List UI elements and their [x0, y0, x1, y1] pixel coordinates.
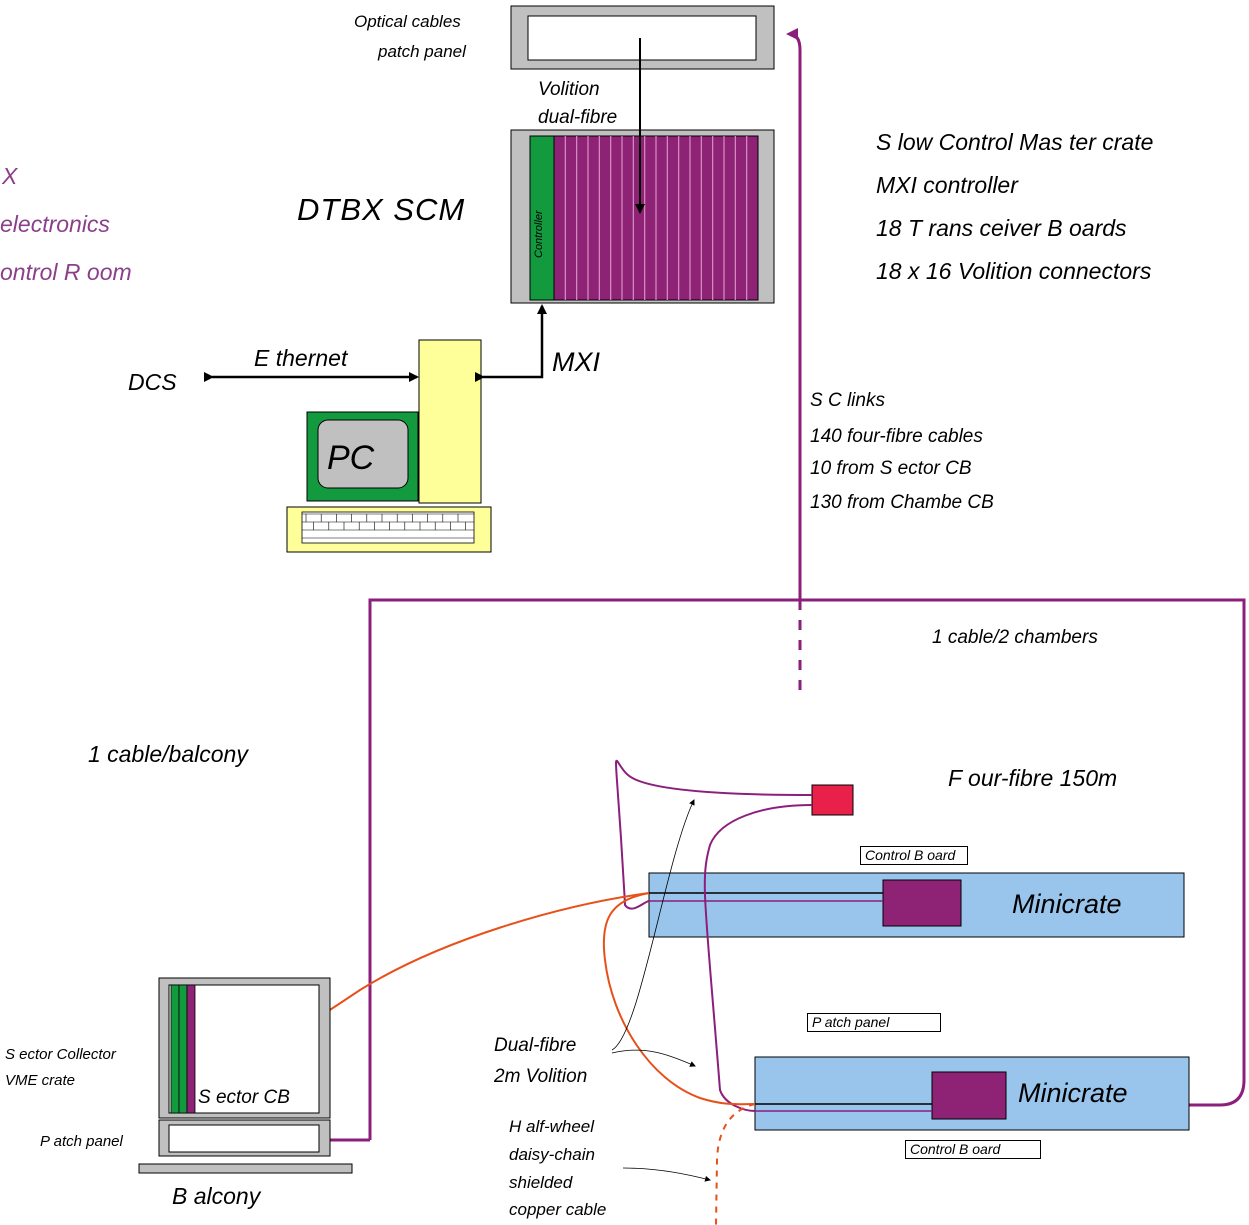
patch-panel-red [811, 784, 854, 816]
scm-desc-line-4: 18 x 16 Volition connectors [876, 258, 1152, 284]
dcs-label: DCS [128, 369, 177, 395]
pc-monitor [306, 411, 419, 502]
dual-fibre-pointer-1 [611, 799, 695, 1051]
cable-per-chambers-label: 1 cable/2 chambers [932, 627, 1098, 648]
control-board-label-lower: Control B oard [905, 1140, 1041, 1159]
sector-collector-label-1: S ector Collector [5, 1046, 116, 1063]
controller-label: Controller [533, 210, 545, 258]
mxi-label: MXI [552, 347, 601, 377]
patch-panel-top-label-1: Optical cables [354, 12, 461, 31]
title-line-3: ontrol R oom [0, 259, 132, 285]
dual-fibre-lower [703, 804, 813, 1112]
half-wheel-pointer [622, 1167, 711, 1182]
scm-desc-line-1: S low Control Mas ter crate [876, 129, 1154, 155]
sc-links-line-2: 140 four-fibre cables [810, 426, 983, 447]
balcony-patch-panel-label: P atch panel [40, 1133, 123, 1150]
pc-tower [418, 339, 482, 504]
volition-label-1: Volition [538, 79, 600, 100]
patch-panel-top-label-2: patch panel [378, 42, 466, 61]
pc-keyboard [286, 506, 492, 553]
scm-desc-line-2: MXI controller [876, 172, 1018, 198]
sector-collector-label-2: VME crate [5, 1072, 76, 1089]
half-wheel-label-1: H alf-wheel [509, 1117, 595, 1136]
dual-fibre-label-2: 2m Volition [494, 1066, 588, 1087]
scm-desc-line-3: 18 T rans ceiver B oards [876, 215, 1127, 241]
title-line-2: electronics [0, 211, 110, 237]
sector-cb-label: S ector CB [198, 1087, 290, 1108]
main-fibre-loop [368, 598, 1246, 1140]
volition-label-2: dual-fibre [538, 107, 618, 128]
title-line-1: X [2, 163, 18, 189]
minicrate-upper [648, 872, 1185, 938]
mxi-link [475, 304, 547, 382]
pc-label: PC [327, 439, 375, 477]
minicrate-upper-label: Minicrate [1012, 889, 1122, 919]
sc-links-line-1: S C links [810, 390, 885, 411]
balcony-label: B alcony [172, 1183, 261, 1209]
cable-per-balcony-label: 1 cable/balcony [88, 741, 248, 767]
ethernet-label: E thernet [254, 345, 348, 371]
copper-cable-dashed [715, 1103, 756, 1225]
four-fibre-label: F our-fibre 150m [948, 765, 1118, 791]
half-wheel-label-4: copper cable [509, 1200, 607, 1219]
minicrate-lower [754, 1056, 1190, 1131]
minicrate-lower-label: Minicrate [1018, 1078, 1128, 1108]
dual-fibre-pointer-2 [611, 1049, 696, 1067]
dual-fibre-upper [615, 759, 813, 910]
control-board-label-upper: Control B oard [860, 846, 968, 865]
half-wheel-label-3: shielded [509, 1173, 573, 1192]
scm-title: DTBX SCM [297, 192, 466, 227]
sc-links-line-3: 10 from S ector CB [810, 458, 972, 479]
sc-links-line-4: 130 from Chambe CB [810, 492, 994, 513]
dual-fibre-label-1: Dual-fibre [494, 1035, 577, 1056]
optical-patch-panel [510, 5, 775, 70]
half-wheel-label-2: daisy-chain [509, 1145, 595, 1164]
scm-crate [510, 129, 775, 304]
sector-collector-crate [138, 977, 353, 1174]
sc-link-cable [786, 28, 802, 600]
patch-panel-label: P atch panel [807, 1013, 941, 1032]
